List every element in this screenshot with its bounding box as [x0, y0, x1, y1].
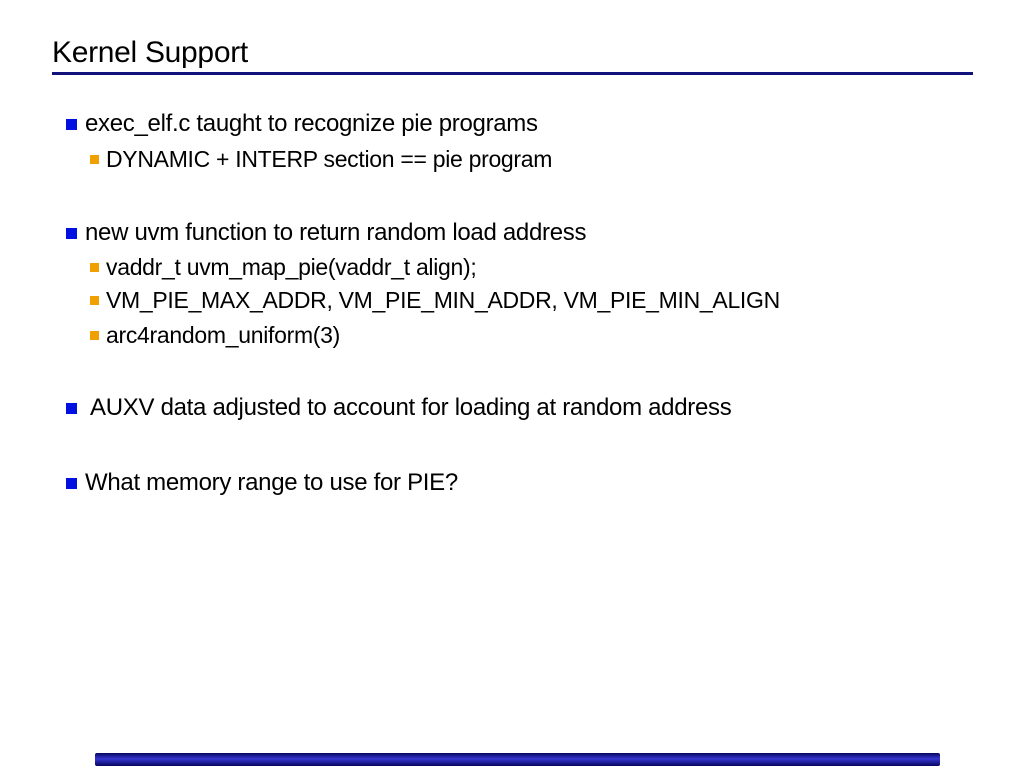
bullet-item: new uvm function to return random load a…: [66, 219, 586, 247]
square-bullet-icon: [66, 478, 77, 489]
bullet-text: vaddr_t uvm_map_pie(vaddr_t align);: [106, 254, 477, 280]
square-bullet-icon: [66, 119, 77, 130]
square-bullet-icon: [66, 403, 77, 414]
slide-title: Kernel Support: [52, 36, 248, 69]
bullet-text: new uvm function to return random load a…: [85, 219, 587, 246]
sub-bullet-item: vaddr_t uvm_map_pie(vaddr_t align);: [90, 254, 477, 280]
bullet-text: arc4random_uniform(3): [106, 322, 341, 348]
sub-bullet-item: VM_PIE_MAX_ADDR, VM_PIE_MIN_ADDR, VM_PIE…: [90, 287, 780, 313]
bullet-text: What memory range to use for PIE?: [85, 469, 458, 496]
bullet-text: VM_PIE_MAX_ADDR, VM_PIE_MIN_ADDR, VM_PIE…: [106, 287, 780, 313]
bullet-item: AUXV data adjusted to account for loadin…: [66, 394, 732, 422]
footer-decoration-bar: [95, 753, 940, 766]
square-bullet-icon: [90, 331, 99, 340]
bullet-item: exec_elf.c taught to recognize pie progr…: [66, 110, 538, 138]
bullet-item: What memory range to use for PIE?: [66, 469, 458, 497]
bullet-text: AUXV data adjusted to account for loadin…: [85, 394, 732, 421]
square-bullet-icon: [90, 296, 99, 305]
sub-bullet-item: DYNAMIC + INTERP section == pie program: [90, 146, 552, 172]
square-bullet-icon: [66, 228, 77, 239]
square-bullet-icon: [90, 155, 99, 164]
bullet-text: exec_elf.c taught to recognize pie progr…: [85, 110, 538, 137]
sub-bullet-item: arc4random_uniform(3): [90, 322, 340, 348]
title-underline-rule: [52, 72, 973, 75]
bullet-text: DYNAMIC + INTERP section == pie program: [106, 146, 553, 172]
square-bullet-icon: [90, 263, 99, 272]
